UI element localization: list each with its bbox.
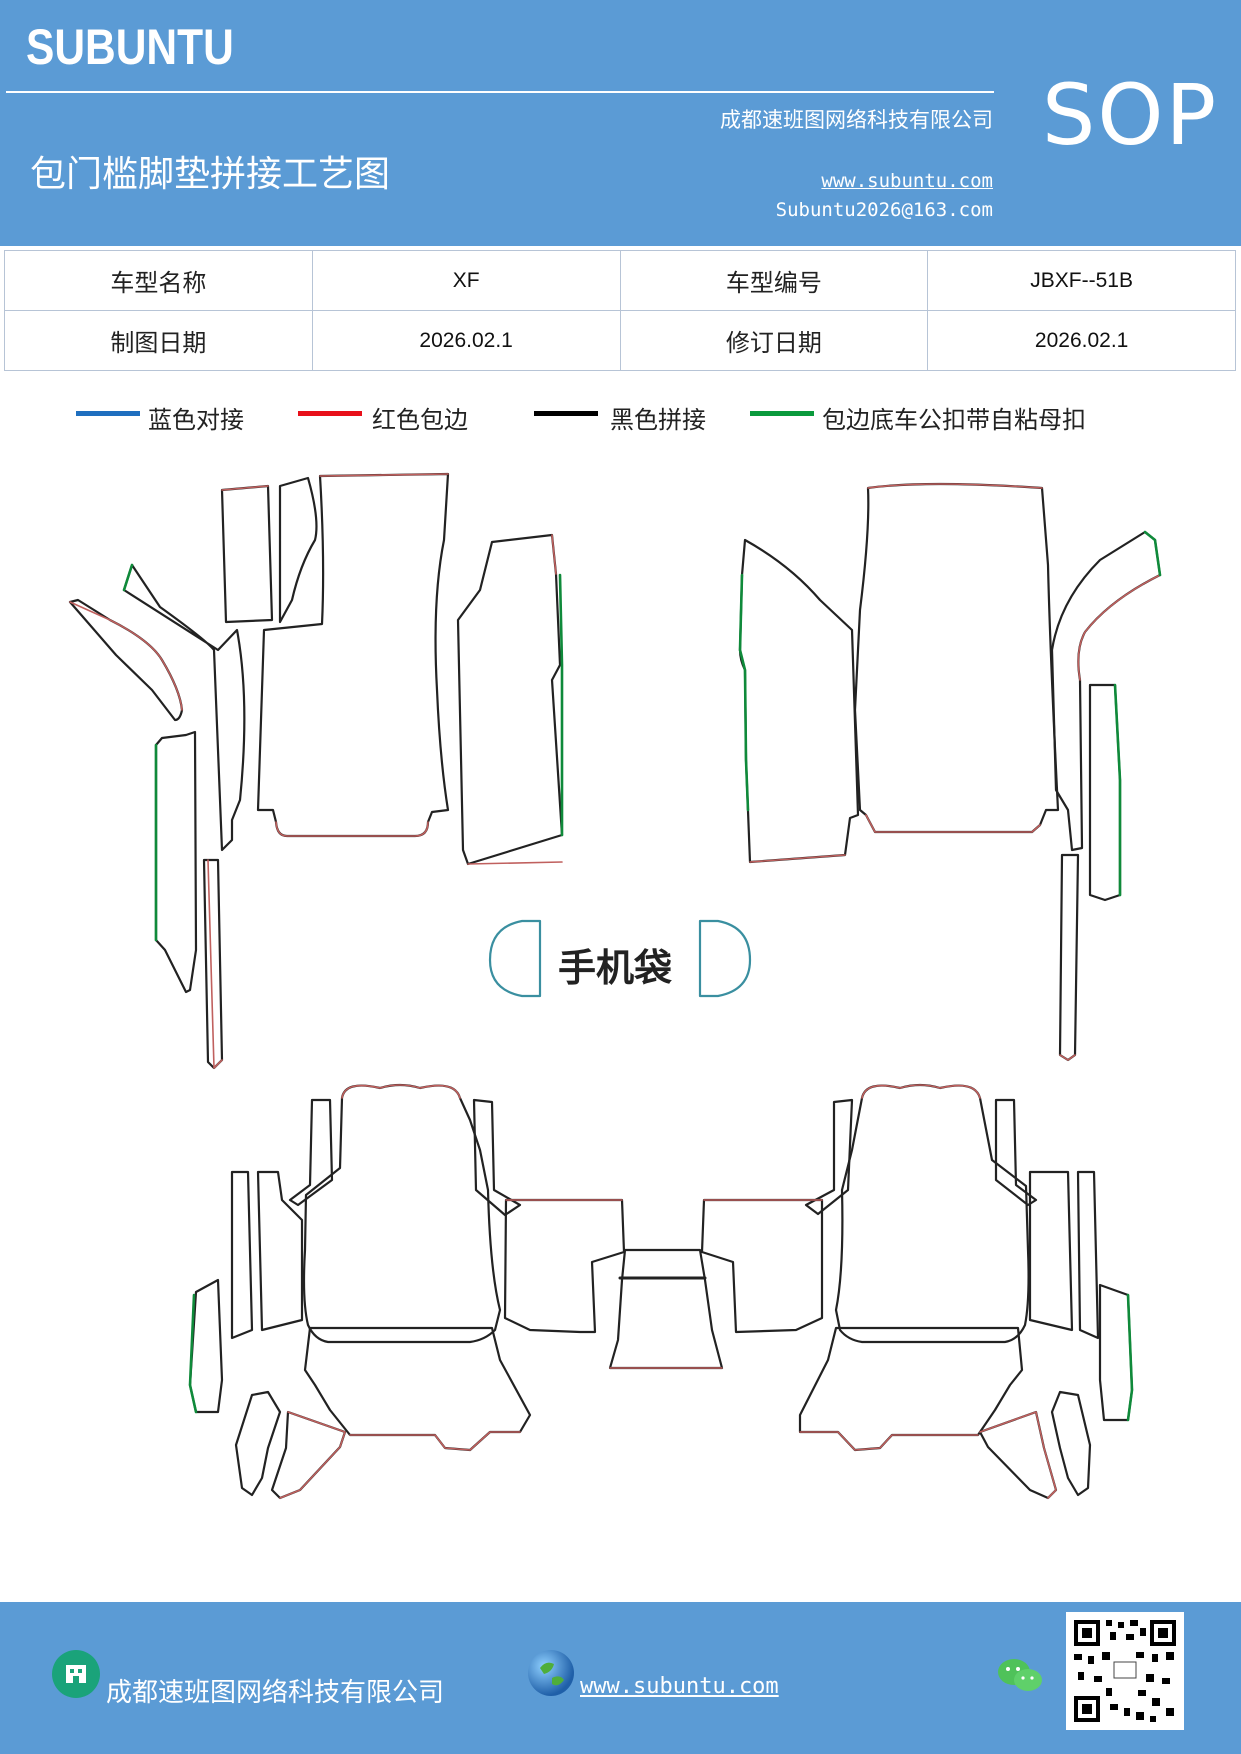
wechat-icon[interactable] xyxy=(996,1656,1044,1696)
mat-piece xyxy=(278,476,318,624)
red-edge xyxy=(467,861,563,865)
mat-piece xyxy=(68,598,184,722)
legend-swatch xyxy=(76,411,140,416)
info-table: 车型名称 XF 车型编号 JBXF--51B 制图日期 2026.02.1 修订… xyxy=(4,250,1236,371)
red-edge xyxy=(349,1431,521,1451)
table-row: 制图日期 2026.02.1 修订日期 2026.02.1 xyxy=(4,310,1236,371)
legend-label: 包边底车公扣带自粘母扣 xyxy=(822,406,1086,434)
mat-piece xyxy=(256,472,450,838)
red-edge xyxy=(865,814,1041,833)
mat-piece xyxy=(270,1410,347,1500)
mat-piece xyxy=(804,1098,854,1216)
globe-icon xyxy=(528,1650,574,1696)
green-edge xyxy=(188,1293,198,1414)
mat-piece xyxy=(472,1098,522,1217)
model-name-value: XF xyxy=(311,250,621,311)
revise-date-label: 修订日期 xyxy=(619,310,929,371)
red-edge xyxy=(221,485,269,491)
mat-piece xyxy=(1076,1170,1100,1340)
red-edge xyxy=(279,1411,346,1499)
red-edge xyxy=(275,821,429,837)
footer-company: 成都速班图网络科技有限公司 xyxy=(106,1678,445,1708)
revise-date-value: 2026.02.1 xyxy=(927,310,1236,371)
red-edge xyxy=(207,859,223,1069)
mat-piece xyxy=(1028,1170,1074,1332)
brand-logo: SUBUNTU xyxy=(26,19,234,75)
footer-website-link[interactable]: www.subuntu.com xyxy=(580,1674,779,1699)
phone-pocket-label: 手机袋 xyxy=(558,946,673,990)
building-icon xyxy=(52,1650,100,1698)
mat-piece xyxy=(220,484,274,624)
red-edge xyxy=(319,473,449,477)
red-edge xyxy=(861,1084,981,1099)
legend-label: 蓝色对接 xyxy=(148,406,244,434)
red-edge xyxy=(799,1431,979,1451)
header-company: 成都速班图网络科技有限公司 xyxy=(720,108,993,132)
red-edge xyxy=(979,1411,1057,1499)
draw-date-value: 2026.02.1 xyxy=(311,310,621,371)
red-edge xyxy=(1059,1054,1076,1061)
model-code-label: 车型编号 xyxy=(619,250,929,311)
model-name-label: 车型名称 xyxy=(4,250,313,311)
qr-code-icon[interactable] xyxy=(1066,1612,1184,1730)
mat-piece xyxy=(302,1083,502,1344)
mat-piece xyxy=(456,533,564,866)
green-edge xyxy=(1126,1293,1134,1422)
legend-swatch xyxy=(750,411,814,416)
legend-label: 红色包边 xyxy=(372,406,468,434)
phone-pocket-left xyxy=(488,919,542,998)
mat-piece xyxy=(1050,1390,1092,1497)
header-divider xyxy=(6,91,994,93)
red-edge xyxy=(749,854,846,863)
mat-piece xyxy=(256,1170,304,1332)
header-email: Subuntu2026@163.com xyxy=(775,199,993,221)
legend-swatch xyxy=(298,411,362,416)
sop-badge: SOP xyxy=(1042,66,1219,164)
mat-piece xyxy=(738,538,860,864)
green-edge xyxy=(1113,683,1122,897)
mat-piece xyxy=(1050,530,1162,852)
header-banner: SUBUNTU SOP 成都速班图网络科技有限公司 包门槛脚垫拼接工艺图 www… xyxy=(0,0,1241,246)
red-edge xyxy=(551,534,557,575)
mat-piece xyxy=(122,563,246,852)
mat-piece xyxy=(853,482,1060,834)
mat-piece xyxy=(700,1198,824,1334)
floor-mat-diagram xyxy=(68,472,1162,1500)
table-row: 车型名称 XF 车型编号 JBXF--51B xyxy=(4,250,1236,311)
mat-piece xyxy=(994,1098,1038,1207)
mat-piece xyxy=(154,730,198,994)
mat-piece xyxy=(834,1083,1030,1344)
mat-piece xyxy=(503,1198,626,1334)
page-title: 包门槛脚垫拼接工艺图 xyxy=(30,154,391,195)
draw-date-label: 制图日期 xyxy=(4,310,313,371)
green-edge xyxy=(122,563,134,592)
phone-pocket-right xyxy=(698,919,752,998)
red-edge-binding xyxy=(69,473,1161,1499)
model-code-value: JBXF--51B xyxy=(927,250,1236,311)
red-edge xyxy=(867,483,1043,489)
red-edge xyxy=(69,601,183,711)
green-fastener-edges xyxy=(122,530,1162,1422)
legend-label: 黑色拼接 xyxy=(610,406,706,434)
mat-piece xyxy=(608,1248,724,1370)
green-edge xyxy=(558,573,564,837)
mat-piece xyxy=(288,1098,334,1207)
mat-piece xyxy=(234,1390,282,1497)
red-edge xyxy=(341,1084,461,1099)
mat-piece xyxy=(978,1410,1058,1500)
mat-piece xyxy=(230,1170,254,1340)
red-edge xyxy=(1077,574,1161,681)
header-website-link[interactable]: www.subuntu.com xyxy=(821,170,993,192)
footer-banner: 成都速班图网络科技有限公司 www.subuntu.com xyxy=(0,1602,1241,1754)
mat-piece xyxy=(1058,853,1080,1062)
green-edge xyxy=(738,573,750,812)
green-edge xyxy=(1143,530,1162,577)
legend-swatch xyxy=(534,411,598,416)
